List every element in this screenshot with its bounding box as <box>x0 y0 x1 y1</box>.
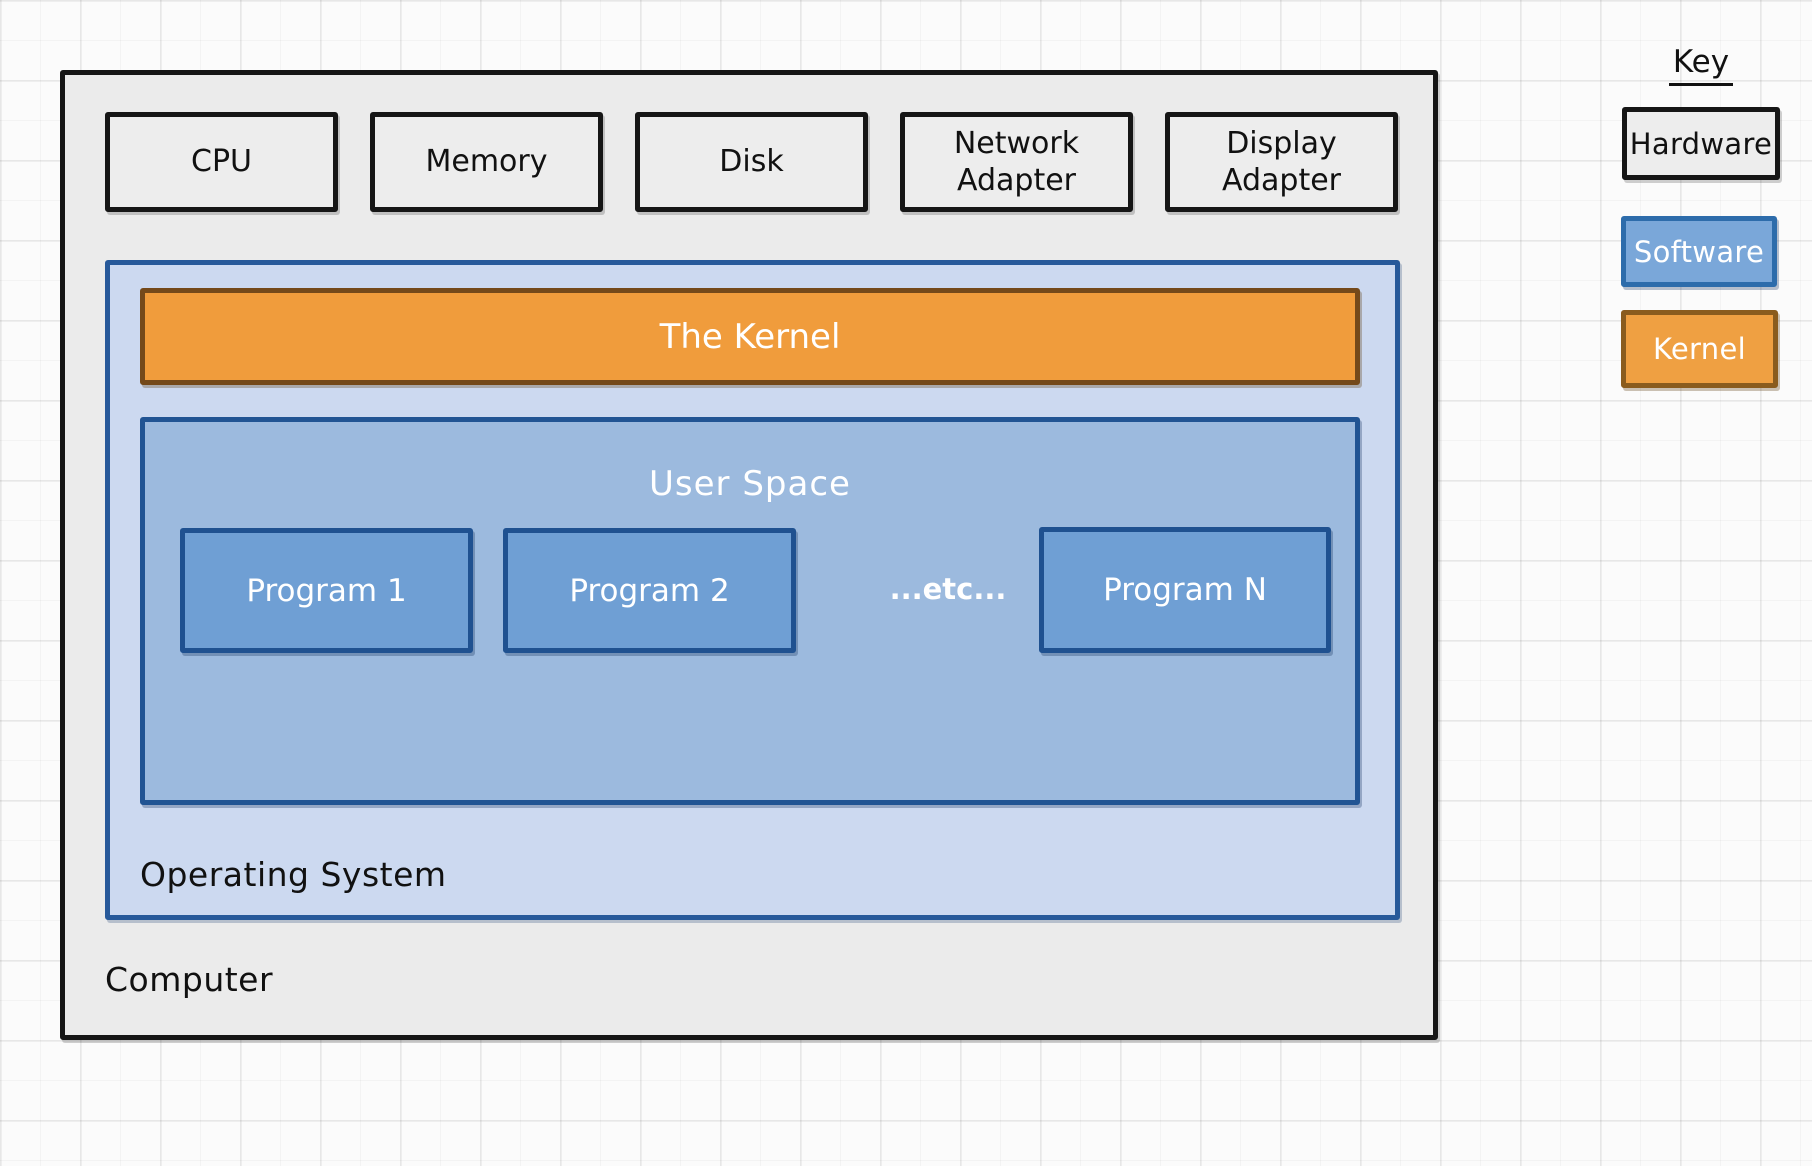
program-n-box: Program N <box>1039 527 1331 653</box>
key-software-swatch: Software <box>1621 216 1777 287</box>
program-1-label: Program 1 <box>246 572 407 609</box>
user-space-label: User Space <box>649 464 851 504</box>
computer-label: Computer <box>105 960 274 999</box>
kernel-bar: The Kernel <box>140 288 1360 385</box>
key-hardware-swatch: Hardware <box>1622 107 1780 180</box>
hardware-box-disk-label: Disk <box>719 144 784 180</box>
user-space-box: User Space Program 1 Program 2 ...etc...… <box>140 417 1360 805</box>
key-title-text: Key <box>1668 44 1734 86</box>
key-software-label: Software <box>1633 234 1765 269</box>
program-n-label: Program N <box>1103 572 1267 608</box>
program-2-label: Program 2 <box>569 572 730 609</box>
hardware-box-disk: Disk <box>635 112 868 212</box>
hardware-box-cpu-label: CPU <box>191 144 252 180</box>
key-hardware-label: Hardware <box>1629 126 1773 161</box>
operating-system-box: The Kernel User Space Program 1 Program … <box>105 260 1400 920</box>
key-kernel-swatch: Kernel <box>1621 310 1778 388</box>
hardware-box-display-adapter: Display Adapter <box>1165 112 1398 212</box>
hardware-box-display-adapter-label: Display Adapter <box>1221 125 1342 199</box>
hardware-box-memory: Memory <box>370 112 603 212</box>
key-kernel-label: Kernel <box>1653 332 1746 366</box>
key-title: Key <box>1641 44 1761 86</box>
computer-box: CPU Memory Disk Network Adapter Display … <box>60 70 1438 1040</box>
kernel-label: The Kernel <box>659 316 841 357</box>
operating-system-label: Operating System <box>140 855 447 894</box>
etc-ellipsis-label: ...etc... <box>889 572 1007 606</box>
program-2-box: Program 2 <box>503 528 796 653</box>
program-1-box: Program 1 <box>180 528 473 653</box>
hardware-box-network-adapter-label: Network Adapter <box>953 125 1080 199</box>
hardware-box-cpu: CPU <box>105 112 338 212</box>
hardware-box-network-adapter: Network Adapter <box>900 112 1133 212</box>
hardware-box-memory-label: Memory <box>425 144 548 180</box>
